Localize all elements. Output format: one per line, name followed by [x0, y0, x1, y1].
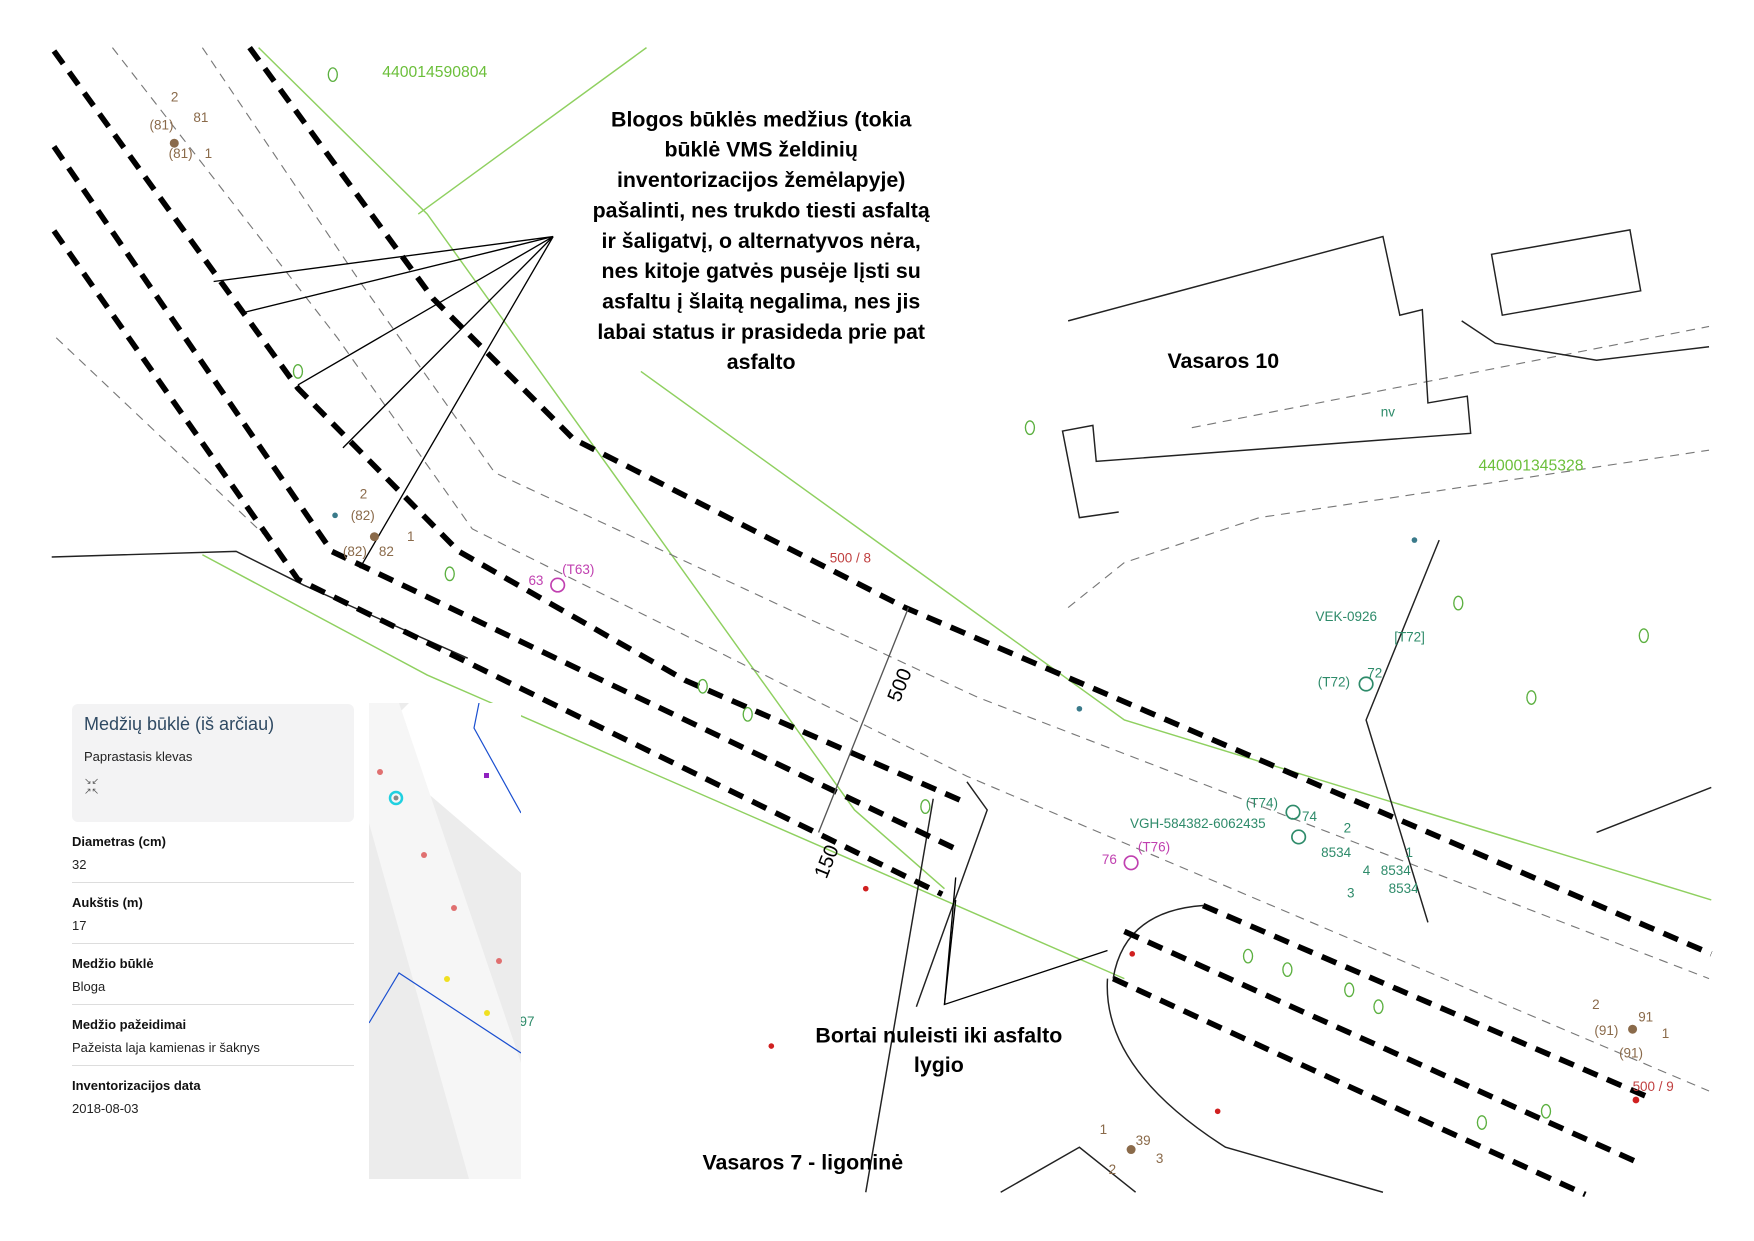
svg-text:(82): (82) [351, 508, 375, 523]
svg-text:82: 82 [379, 544, 394, 559]
svg-text:(91): (91) [1619, 1045, 1643, 1060]
proposed-edges [51, 45, 1713, 1198]
svg-text:2: 2 [171, 90, 179, 105]
svg-text:2: 2 [1592, 997, 1600, 1012]
svg-text:8534: 8534 [1389, 881, 1419, 896]
tree-info-card: Medžių būklė (iš arčiau) Paprastasis kle… [72, 704, 354, 822]
points [169, 138, 1640, 1155]
trees [292, 67, 1649, 1130]
svg-text:Blogos būklės medžius (tokia: Blogos būklės medžius (tokia [611, 107, 912, 131]
svg-text:3: 3 [1156, 1151, 1163, 1166]
svg-text:3: 3 [1347, 886, 1354, 901]
svg-text:1: 1 [1405, 845, 1412, 860]
collapse-arrows-icon[interactable]: ↘↙↗↖ [84, 776, 100, 796]
svg-text:4: 4 [1363, 863, 1371, 878]
svg-text:72: 72 [1367, 665, 1382, 680]
tree-removal-annotation: Blogos būklės medžius (tokia būklė VMS ž… [593, 107, 931, 374]
svg-text:91: 91 [1638, 1009, 1653, 1024]
svg-text:(T76): (T76) [1138, 840, 1170, 855]
svg-text:63: 63 [528, 573, 543, 588]
curb-annotation: Bortai nuleisti iki asfalto lygio [815, 1024, 1062, 1077]
svg-text:(91): (91) [1594, 1023, 1618, 1038]
svg-text:VGH-584382-6062435: VGH-584382-6062435 [1130, 816, 1266, 831]
svg-text:(T72): (T72) [1318, 674, 1350, 689]
svg-text:2: 2 [1109, 1162, 1117, 1177]
parcel-label: 440001345328 [1479, 457, 1584, 474]
svg-text:1: 1 [205, 146, 213, 161]
svg-text:inventorizacijos žemėlapyje): inventorizacijos žemėlapyje) [617, 168, 905, 192]
svg-text:500 / 9: 500 / 9 [1633, 1079, 1674, 1094]
svg-text:76: 76 [1102, 852, 1117, 867]
svg-text:ir šaligatvį, o alternatyvos n: ir šaligatvį, o alternatyvos nėra, [602, 229, 921, 253]
map-labels: 440014590804 440001345328 Vasaros 10 Vas… [150, 64, 1674, 1177]
field-diameter: Diametras (cm)32 [72, 822, 354, 883]
svg-text:asfaltu į šlaitą negalima, nes: asfaltu į šlaitą negalima, nes jis [602, 289, 920, 313]
svg-text:nv: nv [1381, 404, 1395, 419]
svg-text:(T63): (T63) [562, 562, 594, 577]
svg-text:1: 1 [1662, 1026, 1669, 1041]
svg-text:8534: 8534 [1321, 845, 1351, 860]
svg-text:97: 97 [519, 1014, 534, 1029]
building-vasaros-10 [1061, 235, 1472, 519]
svg-text:(81): (81) [150, 118, 174, 133]
leader-lines [213, 235, 1108, 1006]
tree-info-panel: Medžių būklė (iš arčiau) Paprastasis kle… [60, 700, 360, 1180]
field-height: Aukštis (m)17 [72, 883, 354, 944]
svg-text:[T72]: [T72] [1394, 629, 1425, 644]
svg-text:39: 39 [1136, 1133, 1151, 1148]
mini-map-canvas [369, 703, 521, 1179]
dimension-label: 500 [884, 665, 917, 705]
svg-text:1: 1 [407, 529, 415, 544]
svg-text:labai status ir prasideda prie: labai status ir prasideda prie pat [597, 320, 925, 344]
svg-text:74: 74 [1302, 809, 1317, 824]
svg-text:nes kitoje gatvės pusėje lįsti: nes kitoje gatvės pusėje lįsti su [602, 259, 921, 283]
svg-text:8534: 8534 [1381, 863, 1411, 878]
svg-text:81: 81 [193, 110, 208, 125]
tree-species: Paprastasis klevas [84, 749, 193, 764]
svg-text:2: 2 [1344, 820, 1351, 835]
svg-text:(82): (82) [343, 544, 367, 559]
svg-text:Bortai nuleisti iki asfalto: Bortai nuleisti iki asfalto [815, 1024, 1062, 1048]
parcel-label: 440014590804 [382, 64, 487, 81]
outbuilding [1490, 229, 1642, 317]
svg-text:1: 1 [1100, 1122, 1108, 1137]
parcel-boundaries [202, 47, 1712, 980]
panel-title: Medžių būklė (iš arčiau) [84, 714, 275, 734]
svg-text:(T74): (T74) [1246, 796, 1278, 811]
svg-text:2: 2 [360, 487, 368, 502]
building-label: Vasaros 7 - ligoninė [702, 1151, 903, 1175]
svg-text:VEK-0926: VEK-0926 [1316, 609, 1377, 624]
svg-text:asfalto: asfalto [727, 350, 796, 374]
svg-text:(81): (81) [169, 146, 193, 161]
dimension-label: 150 [811, 842, 844, 882]
mini-map[interactable] [369, 703, 521, 1179]
road-centerlines [55, 47, 1710, 1092]
svg-text:500 / 8: 500 / 8 [830, 551, 871, 566]
building-label: Vasaros 10 [1167, 349, 1279, 373]
svg-text:būklė VMS želdinių: būklė VMS želdinių [664, 138, 857, 162]
svg-text:lygio: lygio [914, 1053, 964, 1077]
svg-text:pašalinti, nes trukdo tiesti a: pašalinti, nes trukdo tiesti asfaltą [593, 198, 931, 222]
